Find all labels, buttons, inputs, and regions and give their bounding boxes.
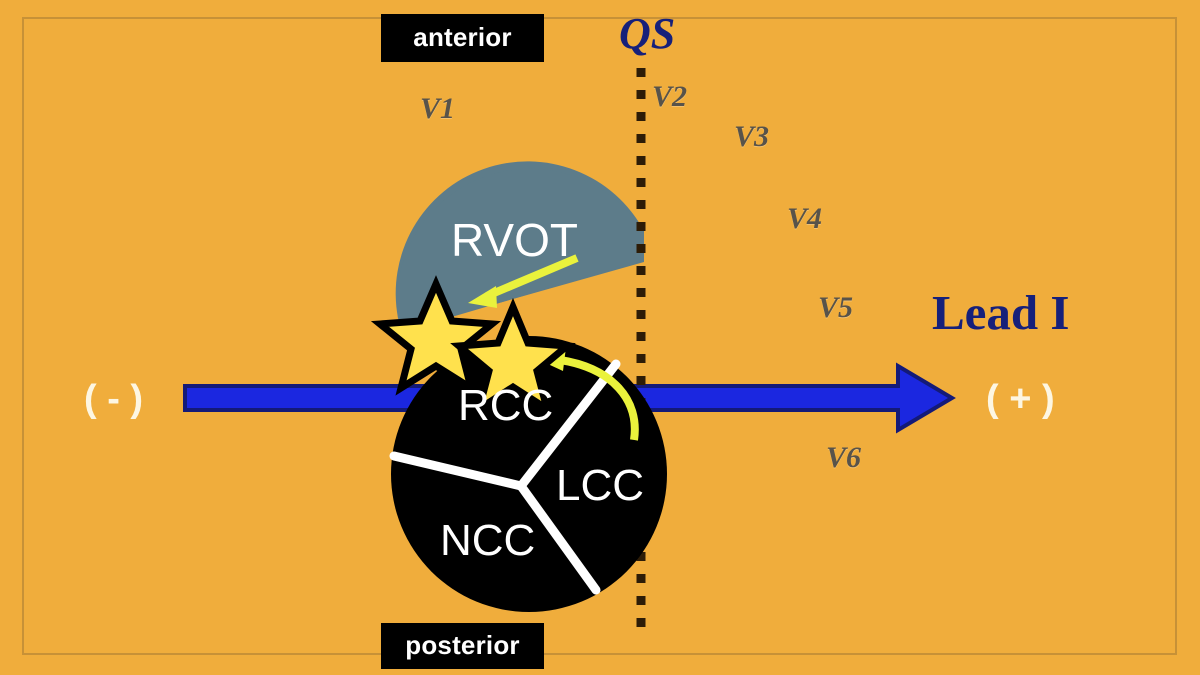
lead-i-label: Lead I [932,285,1070,340]
lead-label-v3: V3 [734,120,770,153]
rvot-shape [395,161,644,331]
commissure-lcc-ncc [516,481,601,595]
rcc-origin-star [450,297,576,417]
cusp-commissure-lines [389,359,621,595]
lead-label-v1: V1 [420,92,456,125]
rvot-origin-star [370,275,502,396]
lead-label-v5: V5 [818,291,854,324]
rvot-activation-arrow [468,254,579,308]
lead-label-v4: V4 [787,202,823,235]
lead-label-v6: V6 [826,441,862,474]
qs-transition-label: QS [619,9,676,58]
commissure-rcc-ncc [389,451,526,491]
commissure-rcc-lcc [516,359,621,491]
anterior-orientation-tag: anterior [381,14,544,62]
posterior-orientation-tag: posterior [381,623,544,669]
positive-pole-label: ( + ) [986,378,1055,420]
lead-label-v2: V2 [652,80,688,113]
negative-pole-label: ( - ) [84,378,144,420]
